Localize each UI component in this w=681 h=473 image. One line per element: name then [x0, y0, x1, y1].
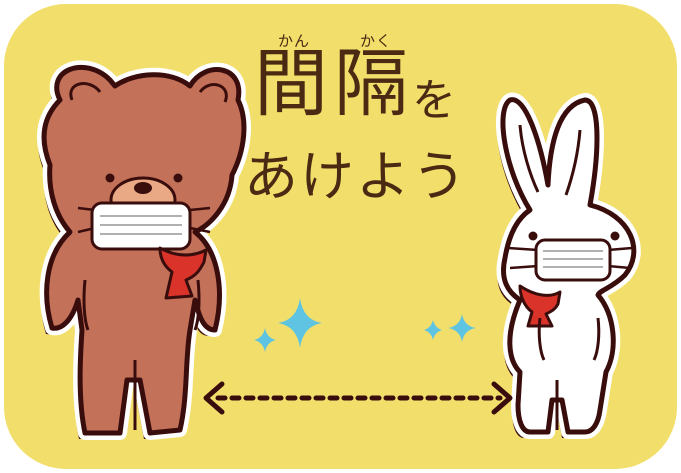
rabbit-mask [534, 238, 612, 282]
distance-arrow-icon [203, 381, 513, 415]
sparkle-icon [254, 298, 322, 352]
bear-scarf [158, 246, 208, 300]
bear-mask [90, 201, 192, 251]
rabbit-character [495, 92, 641, 439]
rabbit-scarf [518, 284, 562, 328]
sparkle-icon [424, 314, 476, 342]
bear-character [37, 60, 251, 440]
bear-eye-right [173, 173, 183, 183]
rabbit-eye-left [528, 231, 538, 241]
bear-eye-left [105, 173, 115, 183]
rabbit-eye-right [610, 231, 620, 241]
